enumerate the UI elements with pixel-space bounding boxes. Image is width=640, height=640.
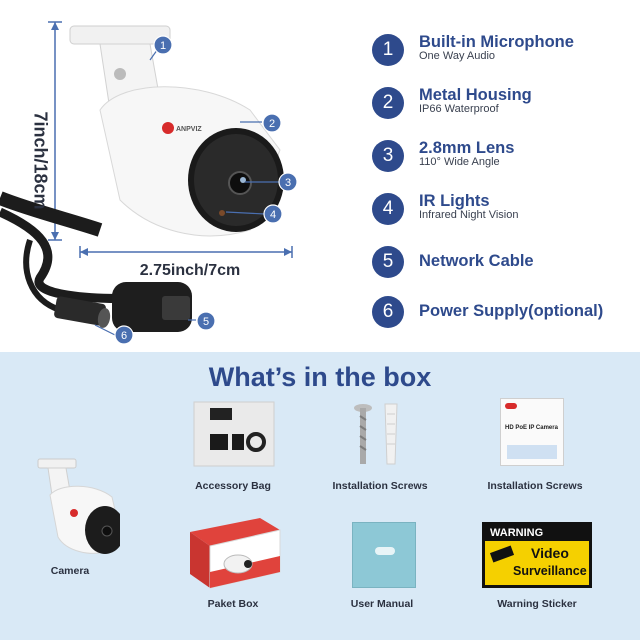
feature-item: 6 Power Supply(optional) <box>372 292 634 332</box>
feature-number-badge: 4 <box>372 193 404 225</box>
power-connector <box>54 296 106 326</box>
user-manual-label: User Manual <box>350 598 414 610</box>
booklet-title: HD PoE IP Camera <box>505 425 558 431</box>
feature-title: Network Cable <box>419 252 534 270</box>
feature-item: 5 Network Cable <box>372 242 634 282</box>
sticker-line-2: Surveillance <box>513 564 587 578</box>
camera-diagram: ANPVIZ 1 2 3 4 5 6 <box>0 21 298 345</box>
warning-sticker-label: Warning Sticker <box>497 598 577 610</box>
callout-5-label: 5 <box>203 316 209 328</box>
power-cable <box>0 191 103 237</box>
callout-1 <box>153 35 173 55</box>
camera-image <box>37 458 125 554</box>
feature-number-badge: 6 <box>372 296 404 328</box>
box-item-installation-screws: HD PoE IP Camera Installation Screws <box>480 398 590 498</box>
box-title: What’s in the box <box>208 362 432 392</box>
callout-4 <box>263 204 283 224</box>
callout-5 <box>196 311 216 331</box>
feature-item: 4 IR Lights Infrared Night Vision <box>372 189 634 229</box>
feature-number-badge: 5 <box>372 246 404 278</box>
user-manual-image <box>352 522 416 588</box>
feature-item: 3 2.8mm Lens 110° Wide Angle <box>372 136 634 176</box>
accessory-bag-image <box>193 401 275 467</box>
callout-2-label: 2 <box>269 118 275 130</box>
width-dimension-line <box>79 246 293 258</box>
feature-item: 2 Metal Housing IP66 Waterproof <box>372 83 634 123</box>
paket-box-label: Paket Box <box>207 598 259 610</box>
callout-3 <box>278 172 298 192</box>
screws-image <box>354 403 398 465</box>
surveillance-camera-icon <box>489 545 515 563</box>
callout-2 <box>262 113 282 133</box>
feature-subtitle: One Way Audio <box>419 50 496 62</box>
feature-subtitle: Infrared Night Vision <box>419 209 519 221</box>
box-item-user-manual: User Manual <box>330 520 434 612</box>
callout-6-label: 6 <box>121 330 127 342</box>
brand-logo: ANPVIZ <box>176 126 202 133</box>
callout-6 <box>114 325 134 345</box>
camera-lens <box>228 171 252 195</box>
width-dimension-label: 2.75inch/7cm <box>139 262 241 279</box>
installation-screws-label: Installation Screws <box>487 480 583 492</box>
ir-light <box>219 210 225 216</box>
feature-item: 1 Built-in Microphone One Way Audio <box>372 30 634 70</box>
quick-guide-booklet: HD PoE IP Camera <box>500 398 564 466</box>
box-item-camera: Camera <box>20 455 125 585</box>
feature-title: 2.8mm Lens <box>419 139 515 157</box>
height-dimension-label: 7inch/18cm <box>30 111 51 210</box>
box-item-paket-box: Paket Box <box>180 512 286 612</box>
accessory-bag-label: Accessory Bag <box>195 480 271 492</box>
feature-title: Metal Housing <box>419 86 532 104</box>
sticker-warning-text: WARNING <box>490 527 544 539</box>
callout-3-label: 3 <box>285 177 291 189</box>
network-cable <box>0 207 141 303</box>
feature-title: Power Supply(optional) <box>419 302 604 320</box>
sticker-line-1: Video <box>531 545 569 561</box>
box-item-installation-screws: Installation Screws <box>325 398 435 498</box>
feature-title: Built-in Microphone <box>419 33 574 51</box>
callout-1-label: 1 <box>160 40 166 52</box>
paket-box-image <box>190 518 281 589</box>
box-item-warning-sticker: WARNING Video Surveillance Warning Stick… <box>478 520 596 612</box>
feature-title: IR Lights <box>419 192 490 210</box>
feature-number-badge: 2 <box>372 87 404 119</box>
feature-subtitle: IP66 Waterproof <box>419 103 499 115</box>
feature-number-badge: 1 <box>372 34 404 66</box>
installation-screws-label: Installation Screws <box>332 480 428 492</box>
camera-label: Camera <box>50 565 90 577</box>
height-dimension-line <box>48 21 62 241</box>
feature-subtitle: 110° Wide Angle <box>419 156 500 168</box>
callout-4-label: 4 <box>270 209 276 221</box>
warning-sticker-image: WARNING Video Surveillance <box>482 522 592 588</box>
feature-number-badge: 3 <box>372 140 404 172</box>
box-item-accessory-bag: Accessory Bag <box>180 398 286 498</box>
